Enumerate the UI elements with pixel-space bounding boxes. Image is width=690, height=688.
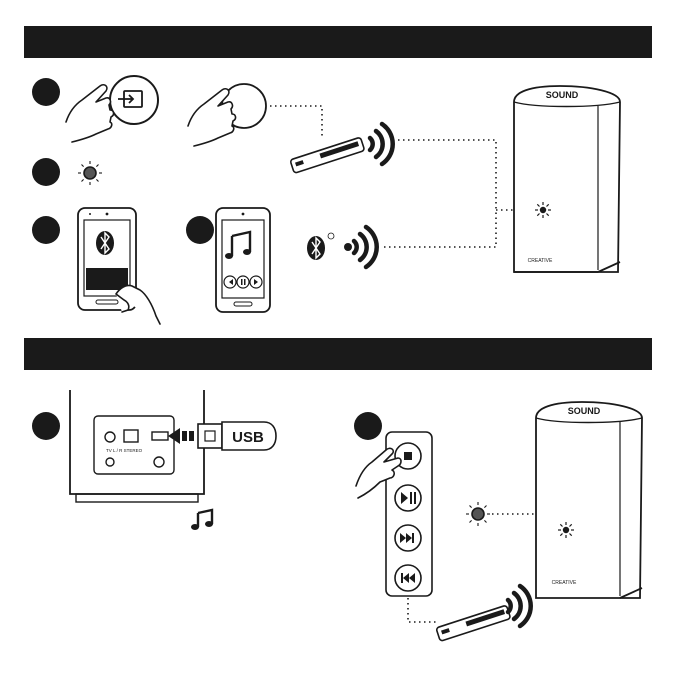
speaker-top: SOUND CREATIVE (514, 86, 620, 272)
usb-stick-icon: USB (198, 422, 276, 450)
speaker-rear-panel: TV L / R STEREO (70, 390, 204, 502)
step-badge-3 (32, 216, 60, 244)
hand-tap-icon (116, 285, 160, 324)
pair-device-entry (86, 268, 128, 290)
speaker-top-logo: SOUND (546, 90, 579, 100)
signal-waves-icon (508, 586, 531, 626)
step-badge-4 (186, 216, 214, 244)
speaker-bottom: SOUND CREATIVE (536, 402, 642, 598)
input-source-button (110, 76, 158, 124)
generic-button-step (188, 84, 266, 146)
next-track-button-icon (395, 525, 421, 551)
step-badge-1 (32, 78, 60, 106)
signal-waves-icon (354, 227, 377, 267)
music-note-icon (191, 510, 213, 530)
signal-waves-icon (370, 124, 393, 164)
smartphone-music (216, 208, 270, 312)
step-badge-2 (32, 158, 60, 186)
speaker-led-icon (558, 522, 574, 538)
section-2-banner (24, 338, 652, 370)
play-pause-button-icon (395, 485, 421, 511)
led-indicator-icon (78, 161, 102, 185)
speaker-top-logo: SOUND (568, 406, 601, 416)
smartphone-bluetooth (78, 208, 160, 324)
control-strip (356, 432, 432, 596)
bluetooth-signal (307, 227, 377, 267)
connector-lines (270, 106, 536, 247)
usb-port (152, 432, 168, 440)
section-1-banner (24, 26, 652, 58)
step-badge-6 (354, 412, 382, 440)
speaker-led-icon (535, 202, 551, 218)
previous-track-button-icon (395, 565, 421, 591)
remote-control-icon (290, 137, 365, 173)
aux-port-label: TV L / R STEREO (106, 448, 143, 453)
usb-label: USB (232, 429, 264, 446)
speaker-front-logo: CREATIVE (552, 580, 577, 586)
bluetooth-icon (96, 231, 114, 255)
speaker-front-logo: CREATIVE (528, 258, 553, 264)
step-badge-5 (32, 412, 60, 440)
input-source-step (66, 76, 158, 142)
led-indicator-icon (466, 502, 490, 526)
remote-control-icon (436, 605, 511, 641)
hand-press-icon (66, 85, 114, 142)
